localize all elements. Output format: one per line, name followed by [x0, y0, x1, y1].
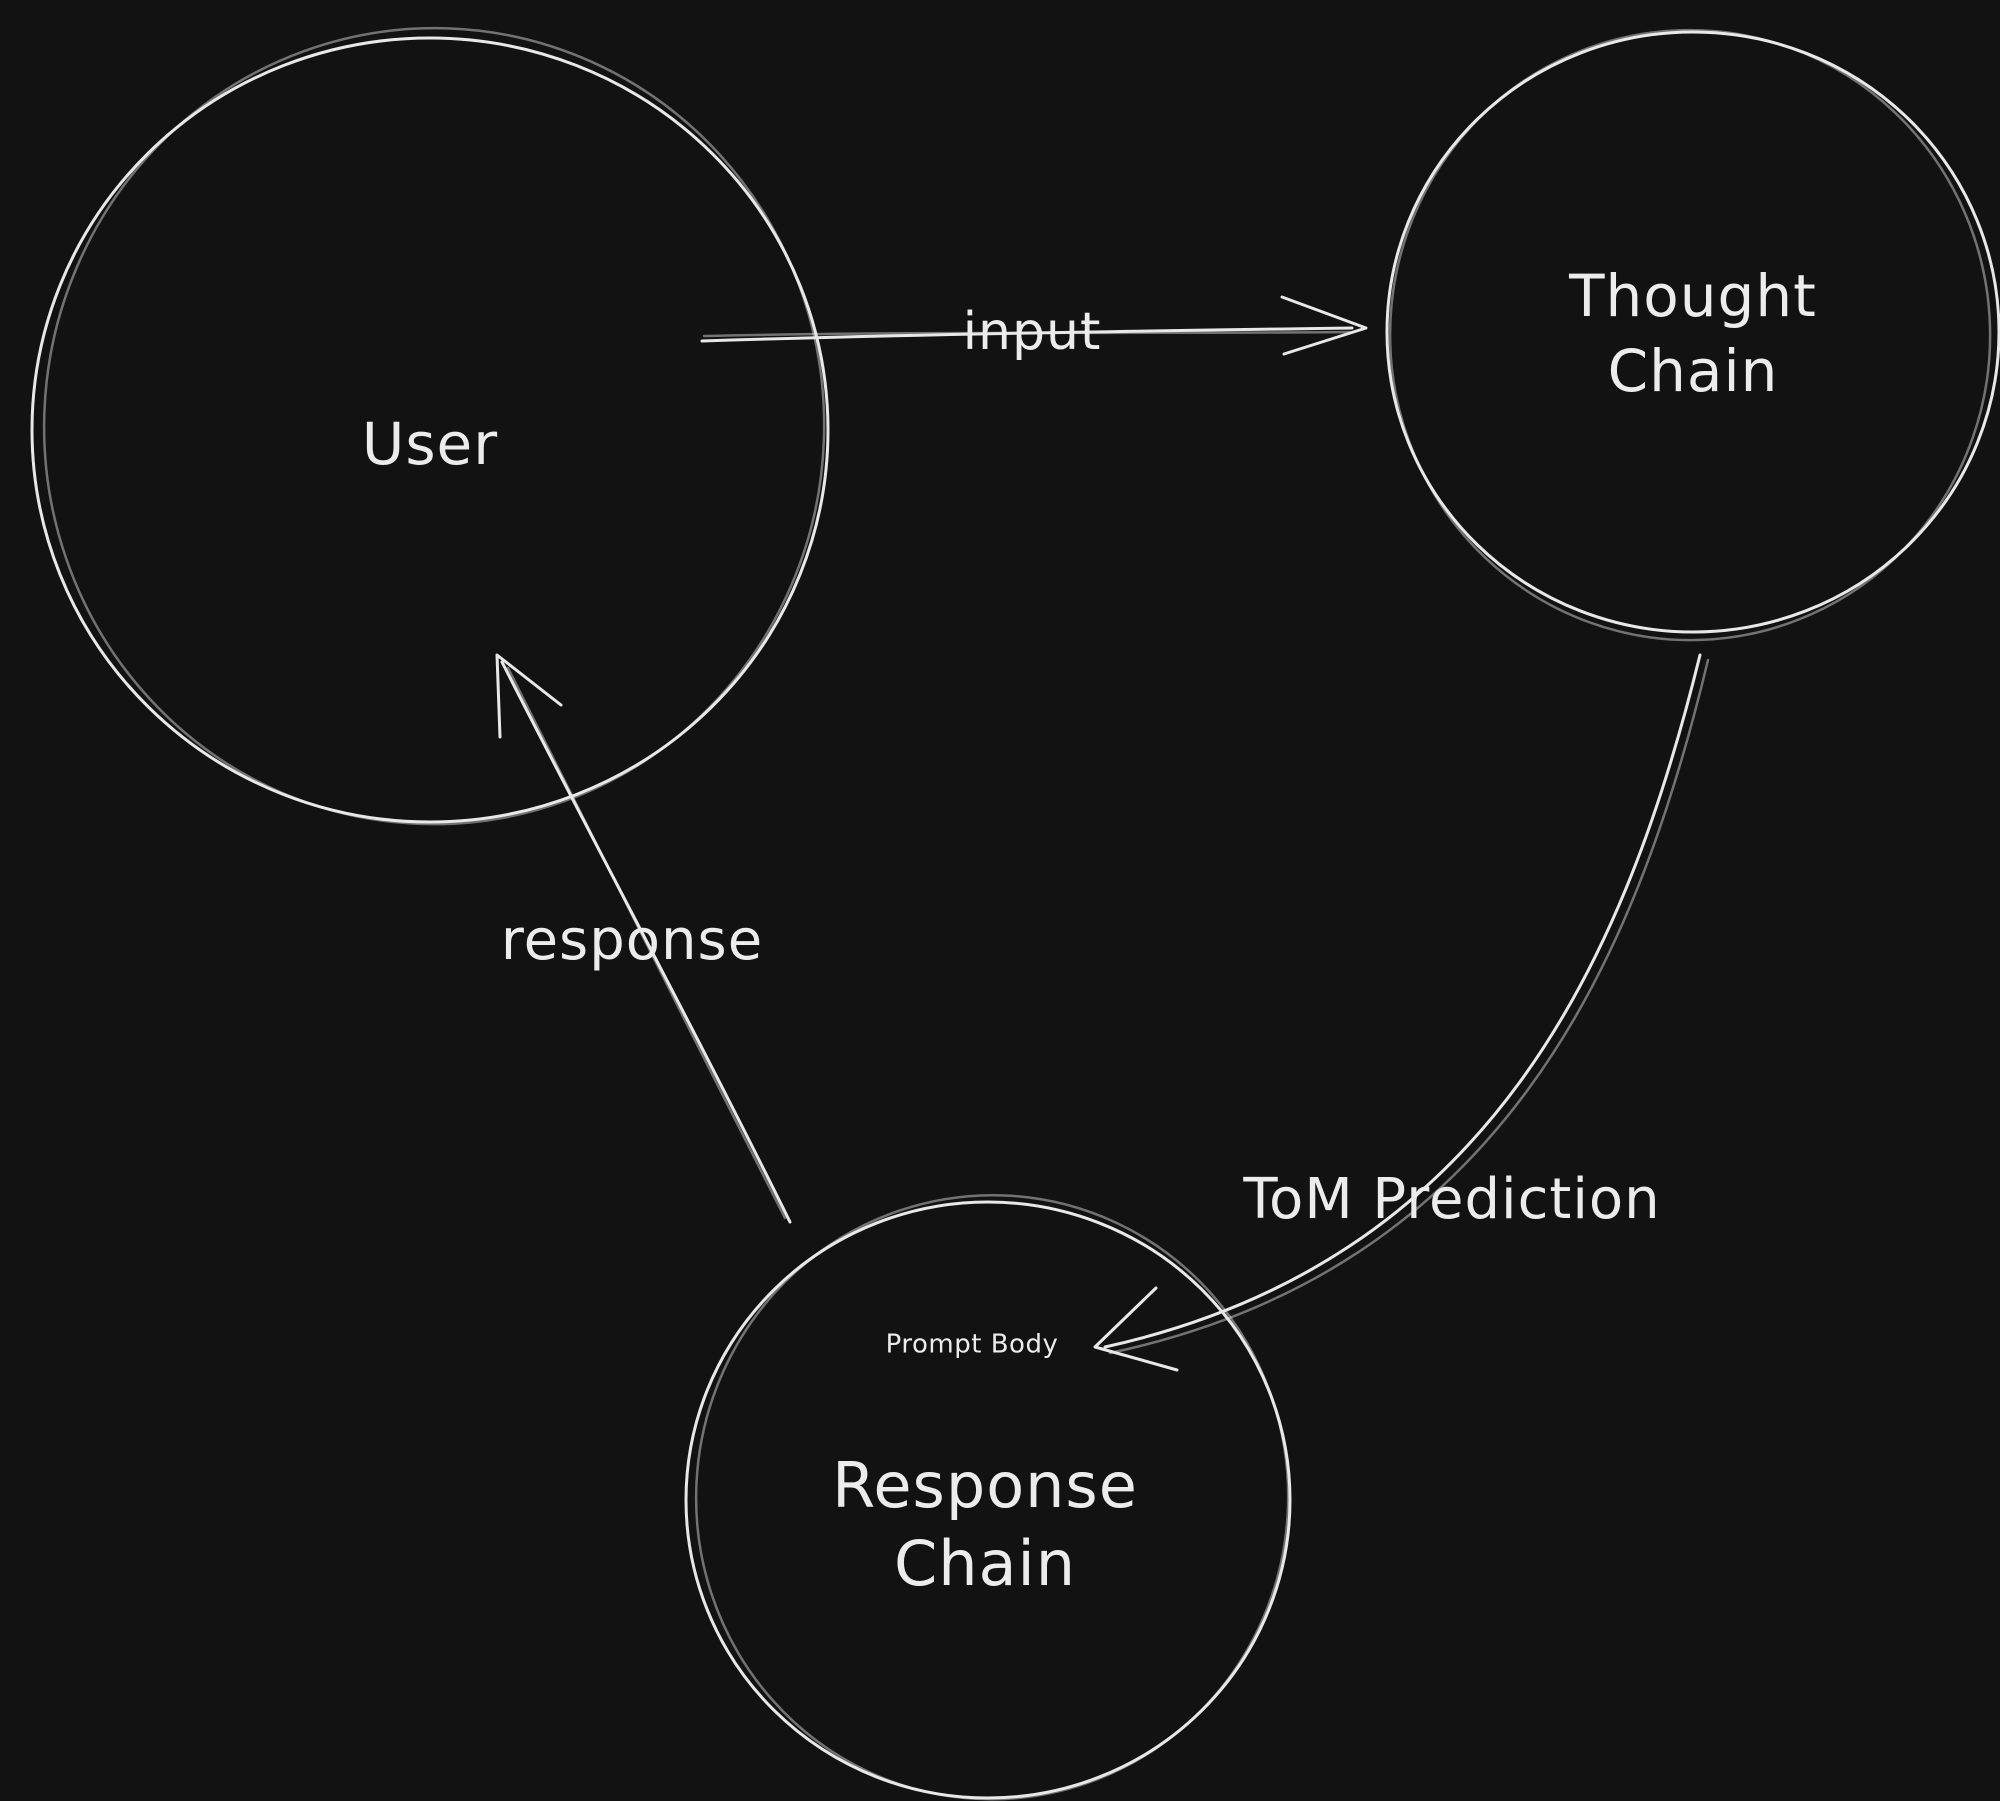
edge-tom-prediction-arrow: ToM Prediction — [1093, 653, 1710, 1372]
response-chain-circle-sketch-overlay — [694, 1193, 1290, 1801]
prompt-body-note: Prompt Body — [886, 1330, 1059, 1360]
thought-chain-circle — [1385, 30, 2000, 634]
response-edge-label: response — [501, 908, 763, 973]
node-thought-chain: Thought Chain — [1385, 28, 2000, 642]
user-circle-sketch-overlay — [42, 26, 826, 826]
thought-chain-label-line1: Thought — [1568, 262, 1817, 330]
response-chain-circle — [684, 1200, 1292, 1800]
response-arrow-line — [500, 660, 792, 1224]
node-user: User — [30, 26, 830, 826]
thought-chain-label-line2: Chain — [1608, 337, 1779, 405]
input-arrow-line — [700, 326, 1354, 343]
tom-prediction-arrowhead — [1093, 1286, 1179, 1372]
tom-prediction-edge-label: ToM Prediction — [1242, 1167, 1660, 1232]
response-arrowhead — [495, 653, 563, 739]
response-chain-label-line1: Response — [832, 1449, 1138, 1522]
response-chain-label-line2: Chain — [894, 1527, 1076, 1600]
input-arrow-line-sketch-overlay — [702, 330, 1352, 338]
response-arrow-line-sketch-overlay — [506, 666, 787, 1220]
thought-chain-circle-sketch-overlay — [1388, 28, 1992, 642]
edge-response-arrow: response — [495, 653, 792, 1224]
edge-input-arrow: input — [700, 295, 1368, 362]
user-circle — [30, 36, 830, 824]
input-edge-label: input — [963, 302, 1102, 362]
user-label: User — [362, 410, 498, 478]
node-response-chain: Response Chain Prompt Body — [684, 1193, 1292, 1801]
tom-prediction-arrow-line — [1103, 653, 1702, 1349]
tom-prediction-arrow-line-sketch-overlay — [1108, 658, 1710, 1355]
input-arrowhead — [1280, 295, 1368, 356]
